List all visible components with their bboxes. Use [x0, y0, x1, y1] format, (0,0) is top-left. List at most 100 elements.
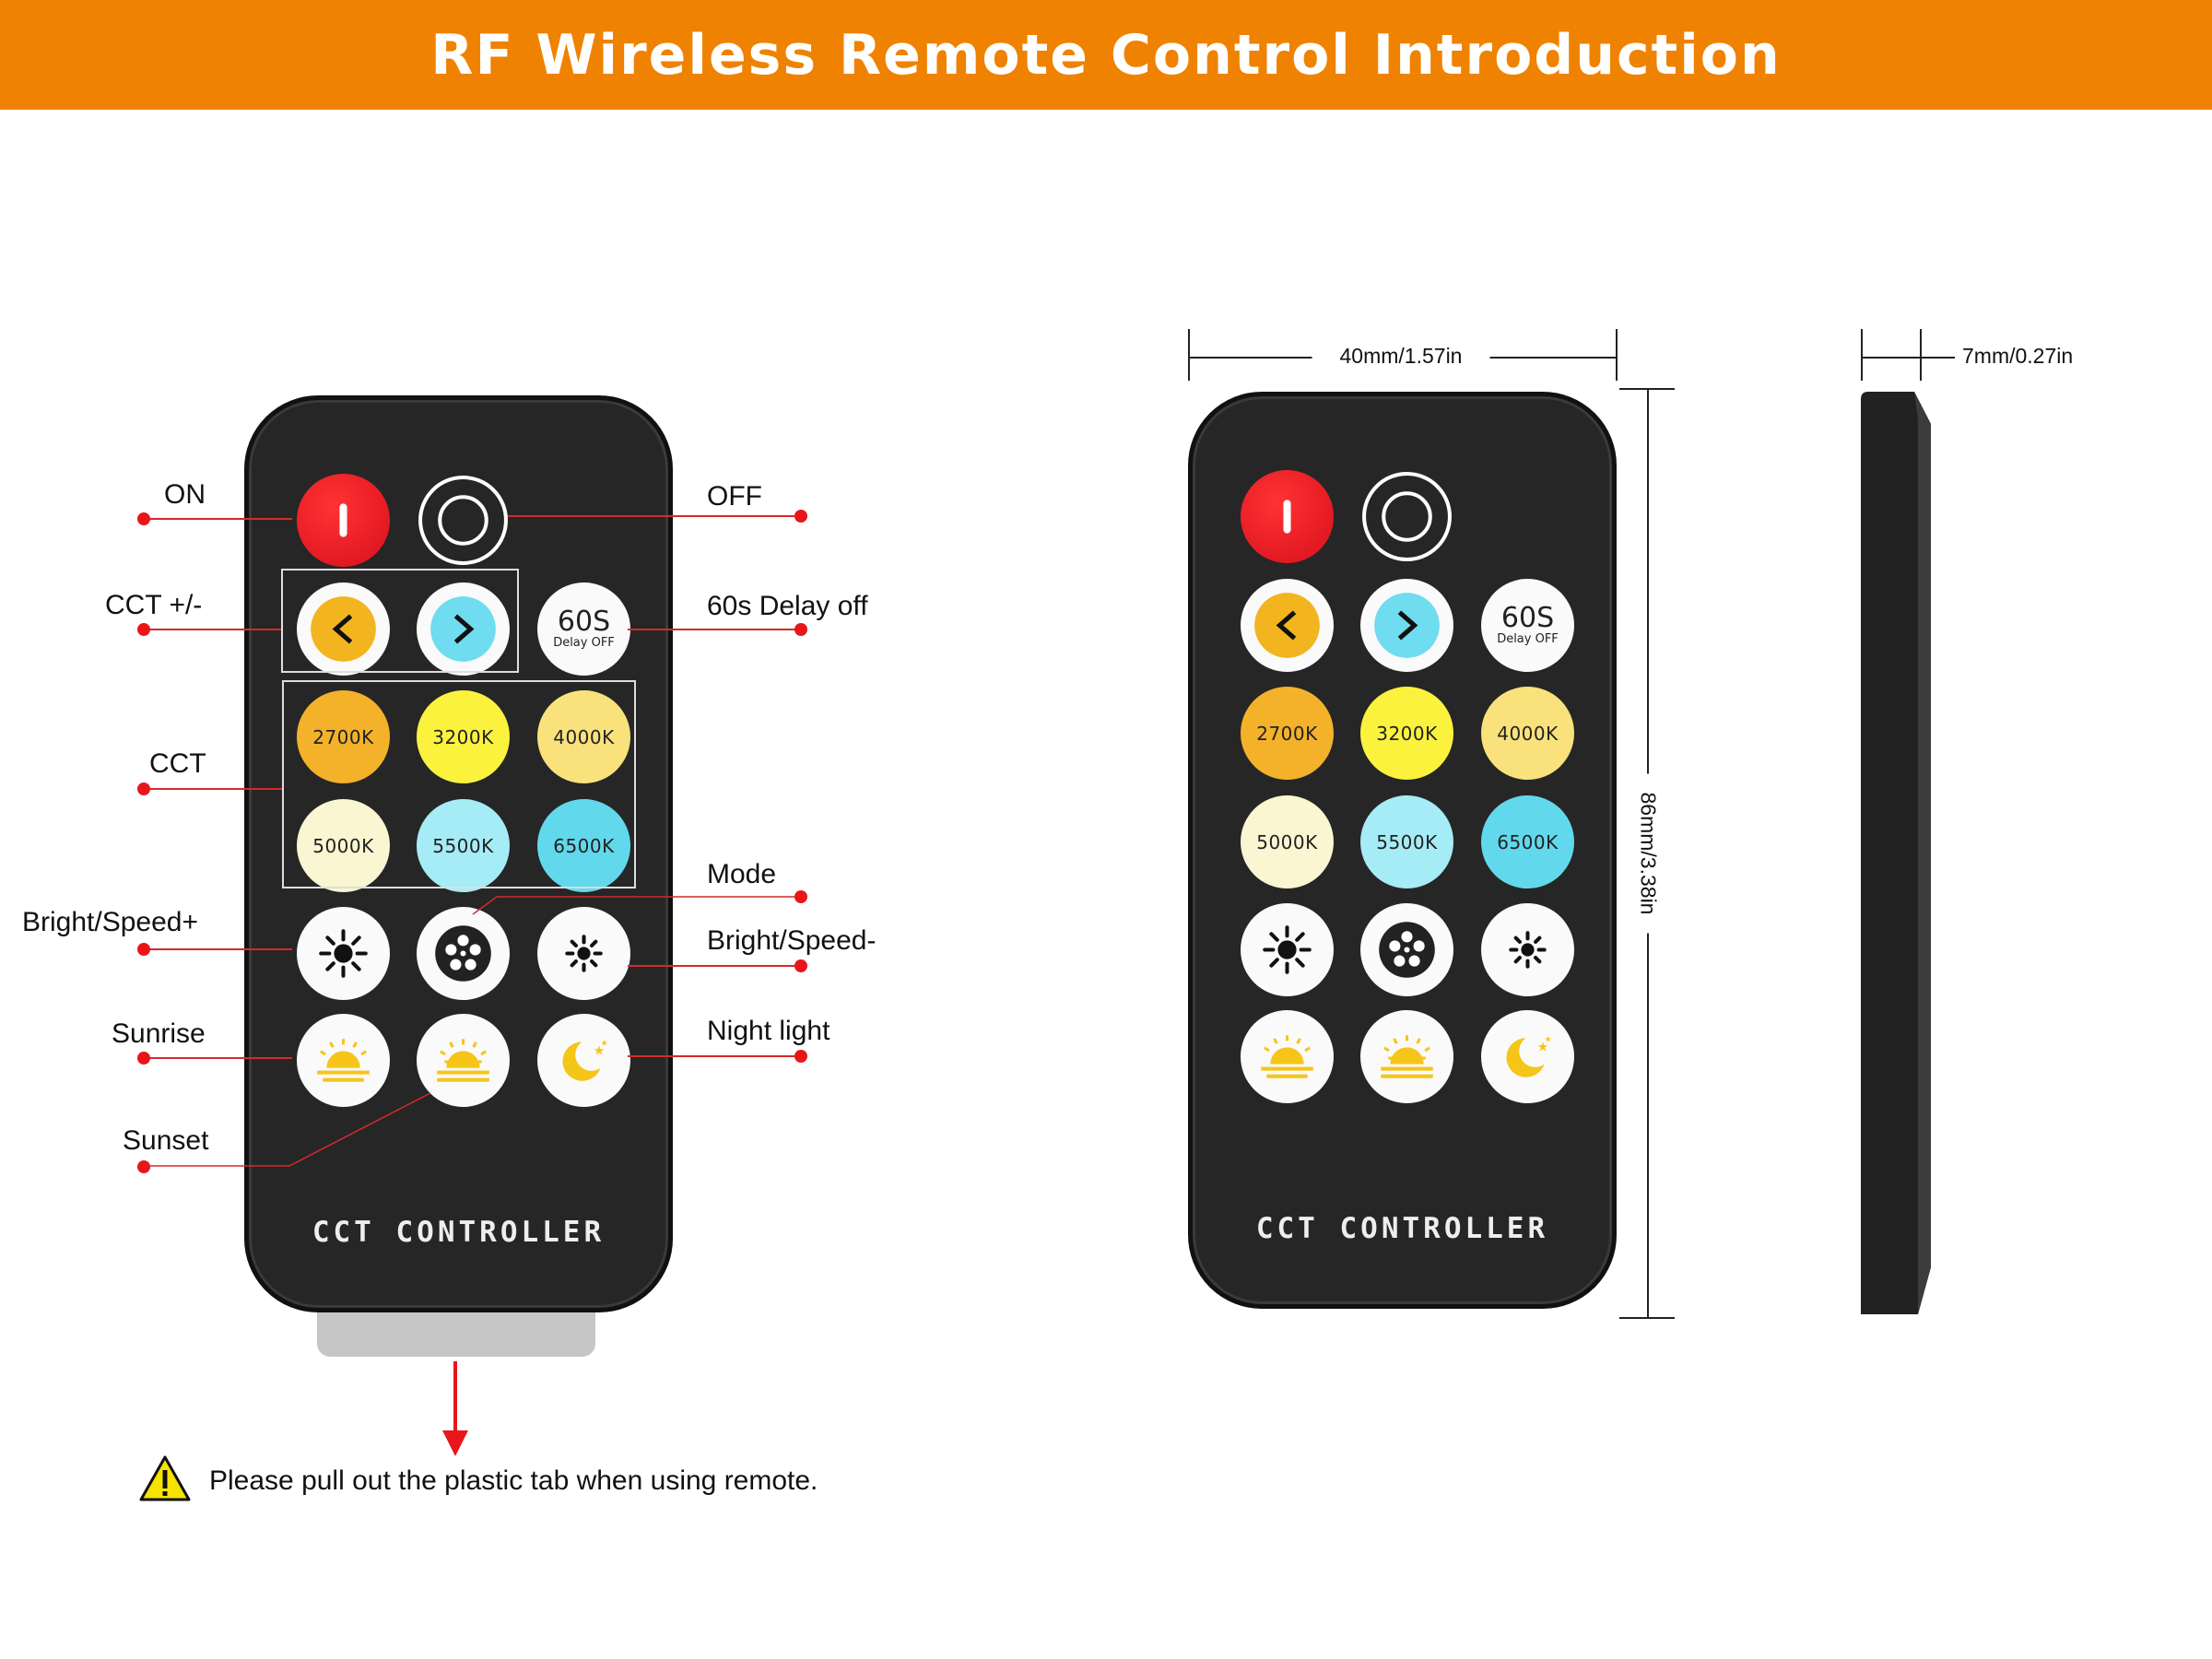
off-icon — [1362, 472, 1452, 561]
button-night-light[interactable]: ★★ — [1481, 1010, 1574, 1103]
delay-sub-text: Delay OFF — [553, 636, 615, 650]
button-cct-minus[interactable] — [297, 582, 390, 676]
sunrise-icon — [1261, 1035, 1313, 1078]
temp-label: 4000K — [1497, 722, 1559, 745]
button-bright-plus[interactable] — [1241, 903, 1334, 996]
sunrise-icon — [317, 1039, 370, 1082]
temp-label: 5500K — [432, 834, 494, 857]
temp-label: 2700K — [312, 725, 374, 748]
button-on[interactable] — [297, 474, 390, 567]
button-5000k[interactable]: 5000K — [297, 799, 390, 892]
button-3200k[interactable]: 3200K — [417, 690, 510, 783]
callout-line — [144, 948, 292, 950]
cct-plus-icon — [1374, 593, 1440, 658]
button-2700k[interactable]: 2700K — [297, 690, 390, 783]
cct-minus-icon — [1254, 593, 1320, 658]
width-dimension-label: 40mm/1.57in — [1312, 344, 1490, 369]
dimension-tick — [1188, 329, 1190, 381]
temp-label: 3200K — [1376, 722, 1438, 745]
button-4000k[interactable]: 4000K — [537, 690, 630, 783]
temp-label: 3200K — [432, 725, 494, 748]
sunset-icon — [1381, 1035, 1433, 1078]
svg-text:★: ★ — [1537, 1040, 1549, 1054]
button-6500k[interactable]: 6500K — [1481, 795, 1574, 888]
off-icon — [418, 476, 508, 565]
button-3200k[interactable]: 3200K — [1360, 687, 1453, 780]
label-cct: CCT — [149, 748, 206, 779]
callout-dot — [137, 782, 150, 795]
button-6500k[interactable]: 6500K — [537, 799, 630, 892]
temp-label: 6500K — [553, 834, 615, 857]
button-bright-minus[interactable] — [537, 907, 630, 1000]
button-cct-plus[interactable] — [417, 582, 510, 676]
button-mode[interactable] — [417, 907, 510, 1000]
button-off[interactable] — [1360, 470, 1453, 563]
label-bright-speed-minus: Bright/Speed- — [707, 925, 877, 956]
callout-dot — [137, 1052, 150, 1065]
page-header: RF Wireless Remote Control Introduction — [0, 0, 2212, 110]
cct-preset-group-box — [282, 680, 636, 888]
temp-label: 4000K — [553, 725, 615, 748]
plastic-pull-tab — [317, 1309, 595, 1357]
label-on: ON — [164, 479, 206, 510]
button-mode[interactable] — [1360, 903, 1453, 996]
button-5500k[interactable]: 5500K — [417, 799, 510, 892]
button-bright-minus[interactable] — [1481, 903, 1574, 996]
dimension-tick — [1920, 329, 1922, 381]
callout-dot — [794, 1050, 807, 1063]
callout-line — [628, 965, 801, 967]
sunset-icon — [437, 1039, 489, 1082]
warning-text: Please pull out the plastic tab when usi… — [209, 1465, 818, 1496]
button-sunrise[interactable] — [1241, 1010, 1334, 1103]
label-delay-off: 60s Delay off — [707, 591, 868, 621]
button-on[interactable] — [1241, 470, 1334, 563]
bright-minus-icon — [1509, 931, 1547, 969]
callout-dot — [137, 943, 150, 956]
callout-line — [144, 788, 282, 790]
callout-line — [144, 518, 292, 520]
button-sunset[interactable] — [1360, 1010, 1453, 1103]
on-icon — [339, 503, 347, 537]
mode-icon — [435, 925, 491, 982]
button-off[interactable] — [417, 474, 510, 567]
mode-icon — [1379, 922, 1435, 978]
button-4000k[interactable]: 4000K — [1481, 687, 1574, 780]
night-light-icon: ★★ — [562, 1039, 608, 1081]
callout-line — [628, 629, 801, 630]
button-night-light[interactable]: ★★ — [537, 1014, 630, 1107]
button-sunrise[interactable] — [297, 1014, 390, 1107]
thickness-dimension-line — [1861, 357, 1955, 359]
temp-label: 6500K — [1497, 830, 1559, 853]
label-bright-speed-plus: Bright/Speed+ — [22, 907, 198, 937]
button-5000k[interactable]: 5000K — [1241, 795, 1334, 888]
cct-adjust-group-box — [281, 569, 519, 673]
dimension-tick — [1616, 329, 1618, 381]
button-2700k[interactable]: 2700K — [1241, 687, 1334, 780]
button-bright-plus[interactable] — [297, 907, 390, 1000]
callout-dot — [794, 890, 807, 903]
temp-label: 5000K — [1256, 830, 1318, 853]
callout-line — [144, 629, 281, 630]
button-cct-minus[interactable] — [1241, 579, 1334, 672]
button-cct-plus[interactable] — [1360, 579, 1453, 672]
button-5500k[interactable]: 5500K — [1360, 795, 1453, 888]
callout-dot — [794, 959, 807, 972]
callout-dot — [137, 623, 150, 636]
dimension-tick — [1861, 329, 1863, 381]
remote-brand: CCT CONTROLLER — [1255, 1212, 1549, 1245]
label-sunset: Sunset — [123, 1125, 209, 1156]
cct-plus-icon — [430, 596, 496, 662]
warning-icon — [139, 1455, 191, 1501]
callout-dot — [794, 623, 807, 636]
temp-label: 5000K — [312, 834, 374, 857]
bright-plus-icon — [1263, 925, 1312, 974]
callout-line — [508, 515, 801, 517]
label-night-light: Night light — [707, 1016, 830, 1046]
svg-text:★: ★ — [601, 1039, 608, 1048]
label-cct-plus-minus: CCT +/- — [105, 590, 203, 620]
button-sunset[interactable] — [417, 1014, 510, 1107]
